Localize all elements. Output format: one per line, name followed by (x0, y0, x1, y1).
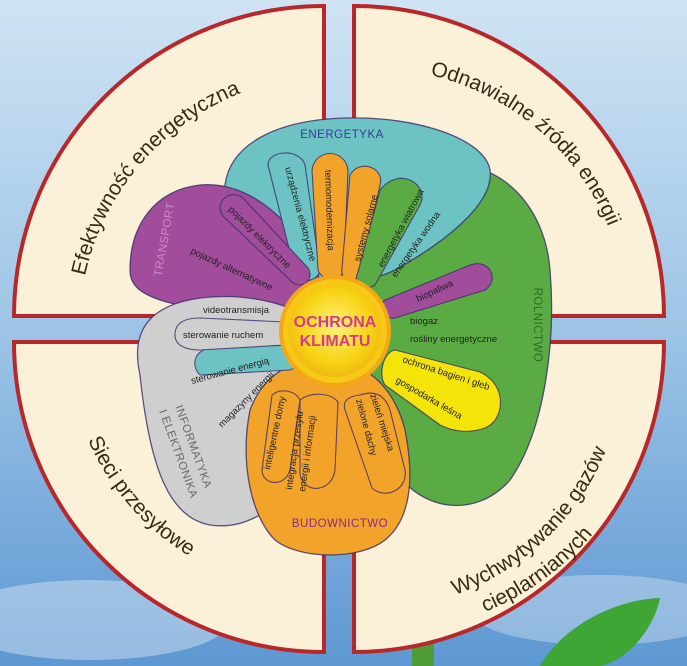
sector-label-energetyka: ENERGETYKA (300, 129, 384, 141)
petal-domy (261, 390, 301, 483)
petal-integracja (299, 393, 339, 489)
item-termo: termomodernizacja (322, 170, 336, 252)
center-title-line2: KLIMATU (300, 333, 371, 350)
center-title-line1: OCHRONA (294, 314, 377, 331)
item-video: videotransmisja (203, 305, 270, 316)
leaf (540, 598, 660, 666)
item-sterowanie-ruch: sterowanie ruchem (183, 330, 263, 341)
petal-elektryczne (219, 194, 311, 286)
sector-label-budownictwo: BUDOWNICTWO (292, 518, 388, 530)
item-biogaz: biogaz (410, 316, 438, 327)
petal-zielen (343, 392, 406, 494)
item-rosliny: rośliny energetyczne (410, 334, 497, 345)
center-sun (289, 285, 381, 377)
petal-bagien (381, 349, 502, 432)
sector-label-rolnictwo: ROLNICTWO (531, 288, 543, 363)
